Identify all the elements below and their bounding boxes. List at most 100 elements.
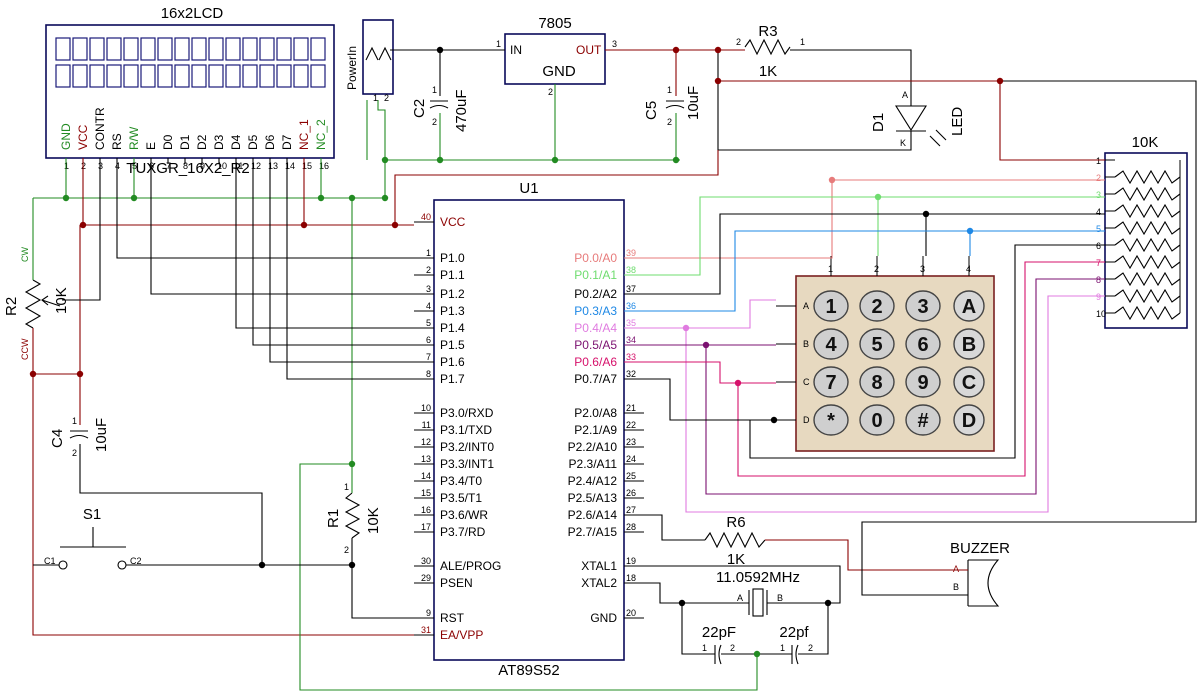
mcu-left-pin-name: P3.7/RD xyxy=(440,525,486,539)
regulator-out-label: OUT xyxy=(576,43,602,57)
keypad-key xyxy=(859,290,895,322)
s1-c2: C2 xyxy=(130,556,142,566)
lcd-character-grid xyxy=(55,37,326,88)
resistor-r6: R6 1K xyxy=(704,514,766,568)
lcd-pin-name: D4 xyxy=(229,134,243,150)
mcu-right-pin-number: 21 xyxy=(626,403,636,413)
c4-ref: C4 xyxy=(49,429,66,448)
mcu-part: AT89S52 xyxy=(498,662,559,679)
junction-dot xyxy=(682,324,690,332)
resnet-pin-number: 6 xyxy=(1096,241,1101,251)
crystal-body xyxy=(752,588,764,617)
keypad-key xyxy=(905,328,941,360)
mcu-right-pin-name: XTAL1 xyxy=(581,559,617,573)
mcu-left-pin-name: P3.6/WR xyxy=(440,508,488,522)
mcu-left-pin-number: 17 xyxy=(421,522,431,532)
mcu-right-pin-name: P2.0/A8 xyxy=(574,406,617,420)
mcu-right-pin-name: P2.5/A13 xyxy=(568,491,618,505)
mcu-left-pin-number: 11 xyxy=(422,420,431,430)
keypad-row-label: A xyxy=(803,301,809,311)
lcd-pin-name: D6 xyxy=(263,134,277,150)
r2-wiper xyxy=(41,295,61,307)
junction-dot xyxy=(76,370,84,378)
resnet-element xyxy=(1114,186,1181,202)
s1-contact-1 xyxy=(58,560,68,570)
c2-ref: C2 xyxy=(411,99,428,118)
led-ref: D1 xyxy=(870,113,887,132)
resistor-r1: R1 10K 1 2 xyxy=(325,482,382,555)
mcu-left-pin-number: 9 xyxy=(426,608,431,618)
lcd-pin-name: D7 xyxy=(280,134,294,150)
lcd-cell xyxy=(140,37,156,61)
mcu-left-pin-name: P1.6 xyxy=(440,355,465,369)
keypad-key-label: 7 xyxy=(825,372,836,394)
r1-symbol xyxy=(344,492,361,539)
lcd-cell xyxy=(276,37,292,61)
c4-pin1: 1 xyxy=(72,416,77,426)
wire-gnd-up xyxy=(321,160,386,199)
lcd-cell xyxy=(72,37,88,61)
wire-p07-resnet xyxy=(749,244,1105,459)
regulator-pin-in: 1 xyxy=(496,39,501,49)
lcd-pin-name: RS xyxy=(110,133,124,150)
lcd-cell xyxy=(55,37,71,61)
capacitor-c2: C2 470uF 1 2 xyxy=(411,85,470,132)
capacitor-22pf-left: 22pF 1 2 xyxy=(702,624,736,665)
mcu-left-pin-name: VCC xyxy=(440,215,466,229)
resnet-value: 10K xyxy=(1132,134,1159,151)
keypad-key-label: 2 xyxy=(871,296,882,318)
mcu-left-pin-number: 8 xyxy=(426,369,431,379)
junction-dot xyxy=(436,156,444,164)
keypad-key-label: A xyxy=(962,296,976,318)
resnet-pin-number: 9 xyxy=(1096,292,1101,302)
regulator-name: 7805 xyxy=(538,15,571,32)
wire-xtal2 xyxy=(644,582,749,604)
cap-left-symbol xyxy=(714,644,722,665)
wire-p00 xyxy=(644,179,1105,259)
wire-rst xyxy=(351,538,414,619)
power-in-label: PowerIn xyxy=(345,46,359,90)
c5-symbol xyxy=(665,100,685,109)
lcd-pin-name: D1 xyxy=(178,134,192,150)
keypad-key xyxy=(813,366,849,398)
mcu-left-pin-name: EA/VPP xyxy=(440,628,483,642)
r1-pin2: 2 xyxy=(344,545,349,555)
mcu-left-pin-name: P3.0/RXD xyxy=(440,406,494,420)
resnet-pin-number: 7 xyxy=(1096,258,1101,268)
lcd-cell xyxy=(89,64,105,88)
cap-right-symbol xyxy=(791,644,799,665)
junction-dot xyxy=(381,156,389,164)
junction-dot xyxy=(922,210,930,218)
keypad-key xyxy=(813,290,849,322)
mcu-left-pin-name: P3.2/INT0 xyxy=(440,440,494,454)
resnet-pin-number: 2 xyxy=(1096,173,1101,183)
r2-ccw: CCW xyxy=(20,338,30,360)
capacitor-c5: C5 10uF 1 2 xyxy=(643,85,702,127)
mcu-left-pin-name: ALE/PROG xyxy=(440,559,501,573)
keypad-key xyxy=(813,404,849,436)
mcu-right-pin-number: 27 xyxy=(626,505,636,515)
r3-pin1: 1 xyxy=(800,37,805,47)
mcu-right-pin-number: 26 xyxy=(626,488,636,498)
mcu-left-pin-number: 2 xyxy=(426,265,431,275)
keypad-key xyxy=(905,404,941,436)
mcu-left-pin-name: P1.3 xyxy=(440,304,465,318)
r1-pin1: 1 xyxy=(344,482,349,492)
mcu-left-pin-name: P1.4 xyxy=(440,321,465,335)
junction-dot xyxy=(391,221,399,229)
cap-right-value: 22pf xyxy=(779,624,809,641)
mcu-right-pin-name: P0.1/A1 xyxy=(574,268,617,282)
led-value: LED xyxy=(949,107,966,136)
junction-dot xyxy=(702,341,710,349)
wire-xtal1 xyxy=(644,565,841,604)
led-rays xyxy=(929,129,947,147)
resnet-pin-number: 3 xyxy=(1096,190,1101,200)
lcd-pin-name: R/W xyxy=(127,126,141,150)
mcu-left-pin-number: 15 xyxy=(421,488,431,498)
resnet-element xyxy=(1114,169,1181,185)
lcd-pin-number: 14 xyxy=(285,161,295,171)
